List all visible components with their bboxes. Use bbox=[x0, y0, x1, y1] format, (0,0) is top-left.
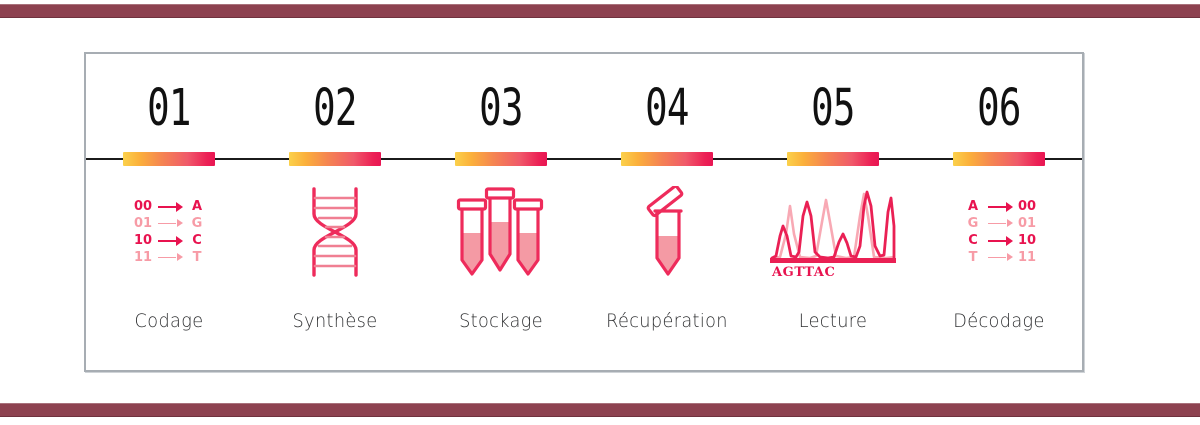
step-gradient-segment bbox=[122, 152, 216, 166]
process-step-5[interactable]: 05 AGTTAC bbox=[750, 54, 916, 370]
process-step-4[interactable]: 04 Récupération bbox=[584, 54, 750, 370]
mapping-row: 00 A bbox=[130, 199, 208, 214]
process-step-2[interactable]: 02 bbox=[252, 54, 418, 370]
sequence-label: AGTTAC bbox=[772, 265, 836, 280]
bottom-accent-rule bbox=[0, 403, 1200, 417]
mapping-to: 01 bbox=[1017, 216, 1037, 231]
step-gradient-segment bbox=[952, 152, 1046, 166]
mapping-table: 00 A 01 G 10 C 11 bbox=[130, 199, 208, 265]
mapping-row: 10 C bbox=[130, 233, 208, 248]
mapping-from: 11 bbox=[133, 250, 153, 265]
binary-to-base-mapping-icon: 00 A 01 G 10 C 11 bbox=[130, 186, 208, 278]
mapping-row: 11 T bbox=[130, 250, 208, 265]
process-diagram-panel: 01 00 A 01 G 10 bbox=[84, 52, 1084, 372]
mapping-to: A bbox=[191, 199, 203, 214]
mapping-to: C bbox=[192, 233, 202, 248]
process-steps: 01 00 A 01 G 10 bbox=[86, 54, 1082, 370]
arrow-right-icon bbox=[158, 252, 184, 264]
mapping-row: C 10 bbox=[960, 233, 1038, 248]
top-accent-rule bbox=[0, 4, 1200, 18]
process-step-6[interactable]: 06 A 00 G 01 C bbox=[916, 54, 1082, 370]
step-gradient-segment bbox=[786, 152, 880, 166]
step-caption: Synthèse bbox=[292, 310, 378, 332]
step-number: 03 bbox=[479, 78, 523, 138]
step-caption: Stockage bbox=[459, 310, 543, 332]
process-step-1[interactable]: 01 00 A 01 G 10 bbox=[86, 54, 252, 370]
step-caption: Codage bbox=[134, 310, 204, 332]
mapping-to: 00 bbox=[1017, 199, 1037, 214]
base-to-binary-mapping-icon: A 00 G 01 C 10 T bbox=[960, 186, 1038, 278]
step-caption: Lecture bbox=[798, 310, 868, 332]
chromatogram-icon: AGTTAC bbox=[770, 186, 896, 280]
mapping-from: G bbox=[967, 216, 979, 231]
step-gradient-segment bbox=[620, 152, 714, 166]
test-tubes-icon bbox=[446, 186, 556, 278]
arrow-right-icon bbox=[158, 218, 184, 230]
timeline-spine bbox=[86, 158, 1082, 160]
arrow-right-icon bbox=[988, 218, 1014, 230]
mapping-row: T 11 bbox=[960, 250, 1038, 265]
step-caption: Récupération bbox=[606, 310, 728, 332]
step-number: 02 bbox=[313, 78, 357, 138]
mapping-to: T bbox=[192, 250, 202, 265]
step-number: 05 bbox=[811, 78, 855, 138]
mapping-from: 10 bbox=[133, 233, 153, 248]
mapping-row: G 01 bbox=[960, 216, 1038, 231]
mapping-to: 11 bbox=[1017, 250, 1037, 265]
arrow-right-icon bbox=[988, 252, 1014, 264]
mapping-from: C bbox=[968, 233, 978, 248]
open-tube-icon bbox=[629, 186, 705, 278]
mapping-row: A 00 bbox=[960, 199, 1038, 214]
arrow-right-icon bbox=[158, 201, 184, 213]
step-gradient-segment bbox=[454, 152, 548, 166]
arrow-right-icon bbox=[158, 235, 184, 247]
step-number: 06 bbox=[977, 78, 1021, 138]
step-caption: Décodage bbox=[953, 310, 1045, 332]
step-number: 04 bbox=[645, 78, 689, 138]
mapping-to: G bbox=[191, 216, 203, 231]
arrow-right-icon bbox=[988, 235, 1014, 247]
mapping-from: 00 bbox=[133, 199, 153, 214]
mapping-from: T bbox=[968, 250, 978, 265]
step-gradient-segment bbox=[288, 152, 382, 166]
mapping-from: A bbox=[967, 199, 979, 214]
step-number: 01 bbox=[147, 78, 191, 138]
mapping-table: A 00 G 01 C 10 T bbox=[960, 199, 1038, 265]
mapping-from: 01 bbox=[133, 216, 153, 231]
arrow-right-icon bbox=[988, 201, 1014, 213]
process-step-3[interactable]: 03 bbox=[418, 54, 584, 370]
mapping-row: 01 G bbox=[130, 216, 208, 231]
dna-helix-icon bbox=[292, 186, 378, 278]
mapping-to: 10 bbox=[1017, 233, 1037, 248]
